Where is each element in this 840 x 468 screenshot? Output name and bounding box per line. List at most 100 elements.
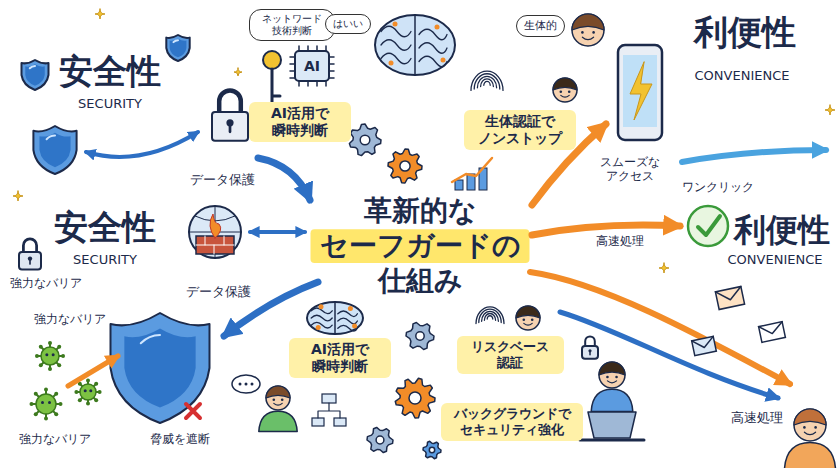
gear-icon (349, 124, 381, 156)
virus-icon-part (48, 401, 51, 404)
face-icon-part (560, 91, 563, 94)
brain-icon-part (419, 29, 447, 40)
envelope-icon-part (692, 336, 715, 349)
virus-icon-part (86, 378, 90, 382)
virus-icon (35, 341, 65, 371)
fingerprint-icon-part (479, 309, 501, 322)
thought-bubble (232, 375, 260, 393)
speech-bubble: はいい (325, 14, 371, 34)
virus-icon-part (36, 394, 56, 414)
person-figure-part (591, 389, 633, 411)
smartphone-icon-part (623, 55, 657, 127)
face-icon-part (553, 78, 577, 90)
smartphone-icon-part (618, 45, 662, 140)
sparkle-part (659, 263, 669, 273)
person-figure-part (266, 386, 290, 410)
caption-label: CONVENIENCE (728, 253, 823, 268)
virus-icon-part (30, 402, 34, 406)
shield-icon-part (170, 39, 187, 58)
gear-icon-part (367, 427, 393, 452)
virus-icon (30, 388, 63, 421)
person-figure-part (606, 376, 609, 379)
flowchart-icon-part (322, 394, 336, 403)
envelope-icon-part (715, 286, 744, 309)
firewall-globe-part (189, 206, 241, 258)
gear-icon-part (429, 447, 434, 452)
brain-icon (307, 302, 363, 334)
face-icon-part (572, 14, 604, 46)
virus-icon-part (34, 392, 38, 396)
virus-icon-part (78, 398, 82, 402)
gear-icon-part (349, 124, 381, 156)
person-figure-part (794, 409, 826, 425)
person-figure-part (259, 411, 297, 431)
thought-bubble-part (245, 383, 248, 386)
flow-arrow (68, 356, 118, 386)
padlock-icon-part (19, 252, 41, 270)
firewall-globe-part (189, 206, 241, 258)
thought-bubble-part (232, 375, 260, 393)
node-text: はいい (333, 18, 363, 30)
shield-icon-part (22, 60, 49, 90)
node-text: 生体的 (524, 19, 557, 32)
laptop-icon (580, 412, 644, 440)
person-figure-part (273, 399, 276, 402)
envelope-icon-part (715, 286, 743, 302)
person-figure-part (599, 362, 625, 388)
person-figure-part (803, 426, 806, 429)
fingerprint-icon (471, 71, 503, 90)
virus-icon-part (80, 384, 96, 400)
node-text: AI活用で 瞬時判断 (255, 105, 345, 139)
caption-label: AI (304, 58, 320, 74)
heading-label: 利便性 (734, 212, 830, 249)
growth-chart-part (452, 158, 492, 182)
virus-icon-part (54, 412, 58, 416)
brain-icon-part (316, 325, 321, 330)
caption-label: CONVENIENCE (695, 69, 790, 84)
ai-chip-part (290, 46, 334, 86)
shield-icon-part (166, 35, 189, 61)
gear-icon (423, 441, 441, 458)
laptop-icon-part (588, 412, 636, 438)
fingerprint-icon-part (481, 79, 494, 87)
face-icon-part (568, 91, 571, 94)
face-icon-part (524, 323, 532, 325)
padlock-icon-part (23, 239, 36, 252)
fingerprint-icon (476, 307, 504, 324)
brain-icon-part (311, 322, 332, 328)
brain-icon-part (414, 15, 416, 75)
fingerprint-icon-part (477, 76, 496, 88)
caption-label: スムーズな アクセス (595, 156, 665, 184)
virus-icon-part (44, 417, 48, 421)
brain-icon-part (338, 311, 358, 317)
caption-label: 高速処理 (596, 235, 644, 249)
flow-arrow (258, 158, 310, 200)
shield-icon (111, 313, 210, 423)
key-icon-part (263, 51, 281, 69)
face-icon (553, 78, 577, 102)
shield-icon-part (111, 313, 210, 423)
brain-icon-part (381, 40, 411, 51)
padlock-icon (582, 336, 598, 358)
virus-icon-part (52, 353, 55, 356)
brain-icon-part (375, 15, 455, 75)
node-text: 生体認証で ノンストップ (470, 113, 570, 147)
face-icon-part (516, 306, 540, 330)
virus-icon-part (59, 402, 63, 406)
brain-icon-part (381, 53, 411, 64)
brain-icon-part (441, 58, 446, 63)
shield-icon-part (30, 66, 35, 68)
shield-icon-part (33, 126, 76, 174)
check-icon (688, 206, 728, 246)
node-text: バックグラウンドで セキュリティ強化 (447, 406, 577, 437)
highlight-box: AI活用で 瞬時判断 (249, 102, 351, 142)
node-text: リスクベース 認証 (463, 339, 558, 370)
virus-icon-part (57, 363, 61, 367)
flow-arrow (250, 232, 305, 233)
growth-chart (452, 158, 492, 190)
ai-chip-part (295, 51, 329, 81)
virus-icon-part (39, 363, 43, 367)
node-text: AI活用で 瞬時判断 (295, 341, 385, 375)
fingerprint-icon-part (484, 314, 495, 321)
fingerprint-icon-part (471, 71, 503, 90)
